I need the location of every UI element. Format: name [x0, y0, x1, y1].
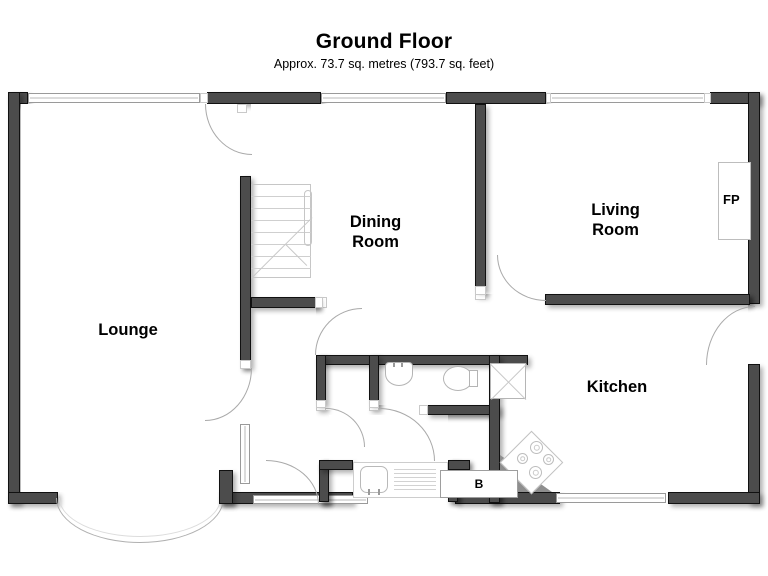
- exterior-wall-left: [8, 92, 20, 504]
- fireplace-label: FP: [723, 192, 740, 207]
- window-kitchen-rear: [556, 493, 666, 503]
- boiler-box: B: [440, 470, 518, 498]
- drainer-groove: [394, 477, 436, 478]
- exterior-wall-bottom-left: [8, 492, 58, 504]
- interior-wall-kitchen-cupboard-top-2: [448, 460, 470, 470]
- interior-wall-wc-left-2: [316, 355, 326, 405]
- room-label-living-room: Living Room: [591, 201, 640, 239]
- basin-tap-icon: [393, 363, 395, 367]
- exterior-wall-bottom-hall-stub-2: [219, 470, 233, 504]
- wall-gap-front-entry: [237, 104, 247, 113]
- stair-tread: [251, 220, 311, 221]
- window-living-front: [550, 93, 705, 103]
- hob-burner-icon: [517, 453, 528, 464]
- sink-tap-icon: [378, 489, 380, 495]
- drainer-groove: [394, 469, 436, 470]
- interior-wall-hall-lower-left-top-2: [319, 460, 353, 470]
- exterior-wall-top-mid-right: [446, 92, 546, 104]
- window-dining-front: [321, 93, 446, 103]
- page-title: Ground Floor: [315, 30, 453, 53]
- wall-gap-living-window-left: [546, 93, 551, 103]
- stair-tread: [251, 256, 311, 257]
- interior-wall-dining-stub-2: [251, 297, 319, 308]
- wall-gap-lounge-window-right: [200, 93, 208, 103]
- interior-wall-kitchen-left-2: [489, 355, 500, 503]
- door-swing-living-dining: [497, 255, 546, 301]
- interior-wall-living-bottom-2: [545, 294, 750, 305]
- staircase-outline: [251, 184, 311, 278]
- wall-gap-living-door-2: [475, 286, 486, 295]
- wash-basin-icon: [385, 362, 413, 386]
- hob-burner-icon: [530, 441, 543, 454]
- wall-gap-living-window-right: [704, 93, 711, 103]
- interior-wall-lounge-dining-upper-2: [240, 176, 251, 368]
- wall-gap-lounge-hall: [240, 360, 251, 369]
- stair-tread: [251, 232, 311, 233]
- wall-gap-wc-door-2: [316, 400, 326, 408]
- door-swing-wc: [326, 408, 365, 447]
- drainer-groove: [394, 481, 436, 482]
- drainer-groove: [394, 489, 436, 490]
- kitchen-sink-icon: [360, 466, 388, 493]
- toilet-cistern-icon: [469, 370, 478, 387]
- fill-dining: [251, 104, 475, 297]
- fill-hall: [251, 308, 316, 460]
- interior-wall-dining-living-2: [475, 104, 486, 291]
- hob-burner-icon: [543, 454, 554, 465]
- window-hall-side: [240, 424, 250, 484]
- door-swing-dining-hall: [315, 308, 362, 355]
- wall-gap-dining-door-2: [315, 297, 323, 308]
- fill-wc: [326, 365, 369, 410]
- fill-lounge: [21, 104, 240, 492]
- wall-gap-bathroom-door-2: [369, 400, 379, 408]
- stair-tread: [251, 268, 311, 269]
- sink-tap-icon: [368, 489, 370, 495]
- wall-gap-bathroom-bottom-2: [419, 405, 428, 415]
- room-label-kitchen: Kitchen: [586, 378, 648, 396]
- exterior-wall-bottom-kitchen-right: [668, 492, 760, 504]
- room-label-lounge: Lounge: [98, 321, 158, 339]
- drainer-groove: [394, 485, 436, 486]
- stair-tread: [251, 244, 311, 245]
- hob-burner-icon: [529, 466, 542, 479]
- stair-handrail: [304, 190, 312, 246]
- exterior-wall-top-mid-left: [207, 92, 321, 104]
- basin-tap-icon: [401, 363, 403, 367]
- drainer-groove: [394, 473, 436, 474]
- page-subtitle: Approx. 73.7 sq. metres (793.7 sq. feet): [273, 57, 495, 71]
- stair-tread: [251, 208, 311, 209]
- stair-tread: [251, 196, 311, 197]
- interior-wall-wc-right-2: [369, 355, 379, 405]
- fireplace-box: [718, 162, 751, 240]
- exterior-wall-right-lower: [748, 364, 760, 504]
- door-swing-lounge-hall: [205, 368, 252, 421]
- window-lounge-front: [28, 93, 200, 103]
- room-label-dining-room: Dining Room: [349, 213, 402, 251]
- door-swing-hall-rear: [266, 460, 319, 505]
